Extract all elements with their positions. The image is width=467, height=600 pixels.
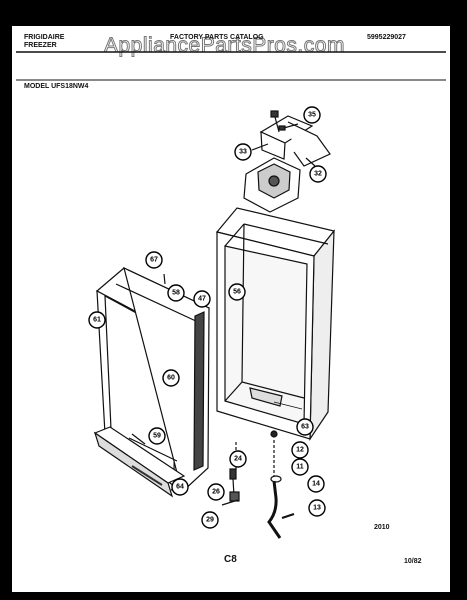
control-assembly xyxy=(243,110,331,213)
catalog-title: FACTORY PARTS CATALOG xyxy=(170,34,264,41)
svg-text:29: 29 xyxy=(206,517,214,524)
brand-label: FRIGIDAIRE xyxy=(24,34,65,41)
kick-plate xyxy=(93,426,186,498)
hinge-parts xyxy=(221,442,240,506)
callout-67: 67 xyxy=(145,251,163,269)
exploded-parts-diagram: 35 33 32 67 58 56 47 61 60 59 24 26 29 6… xyxy=(16,51,446,539)
svg-text:12: 12 xyxy=(296,447,304,454)
diagram-number: 2010 xyxy=(374,524,390,531)
svg-text:64: 64 xyxy=(176,484,184,491)
callout-32: 32 xyxy=(309,165,327,183)
page-code: C8 xyxy=(224,554,237,565)
callout-63: 63 xyxy=(296,418,314,436)
svg-text:67: 67 xyxy=(150,257,158,264)
svg-text:26: 26 xyxy=(212,489,220,496)
callout-29: 29 xyxy=(201,511,219,529)
svg-text:63: 63 xyxy=(301,424,309,431)
callout-61: 61 xyxy=(88,311,106,329)
svg-text:60: 60 xyxy=(167,375,175,382)
callout-12: 12 xyxy=(291,441,309,459)
callout-group: 35 33 32 67 58 56 47 61 60 59 24 26 29 6… xyxy=(88,106,327,529)
svg-text:32: 32 xyxy=(314,171,322,178)
callout-47: 47 xyxy=(193,290,211,308)
catalog-number: 5995229027 xyxy=(367,34,406,41)
callout-33: 33 xyxy=(234,143,252,161)
svg-text:11: 11 xyxy=(296,464,304,471)
callout-26: 26 xyxy=(207,483,225,501)
callout-11: 11 xyxy=(291,458,309,476)
callout-64: 64 xyxy=(171,478,189,496)
svg-text:61: 61 xyxy=(93,317,101,324)
svg-text:56: 56 xyxy=(233,289,241,296)
callout-59: 59 xyxy=(148,427,166,445)
callout-14: 14 xyxy=(307,475,325,493)
svg-text:58: 58 xyxy=(172,290,180,297)
drain-tube xyxy=(267,430,295,539)
callout-60: 60 xyxy=(162,369,180,387)
cabinet-shell xyxy=(215,207,336,442)
callout-35: 35 xyxy=(303,106,321,124)
svg-text:47: 47 xyxy=(198,296,206,303)
parts-catalog-page: AppliancePartsPros.com FRIGIDAIRE FREEZE… xyxy=(12,26,450,592)
callout-56: 56 xyxy=(228,283,246,301)
svg-text:14: 14 xyxy=(312,481,320,488)
svg-text:59: 59 xyxy=(153,433,161,440)
svg-text:33: 33 xyxy=(239,149,247,156)
model-label: MODEL UFS18NW4 xyxy=(24,83,89,90)
svg-text:35: 35 xyxy=(308,112,316,119)
revision-date: 10/82 xyxy=(404,558,422,565)
callout-13: 13 xyxy=(308,499,326,517)
watermark: AppliancePartsPros.com xyxy=(104,34,345,58)
callout-58: 58 xyxy=(167,284,185,302)
svg-text:13: 13 xyxy=(313,505,321,512)
svg-text:24: 24 xyxy=(234,456,242,463)
category-label: FREEZER xyxy=(24,42,57,49)
callout-24: 24 xyxy=(229,450,247,468)
